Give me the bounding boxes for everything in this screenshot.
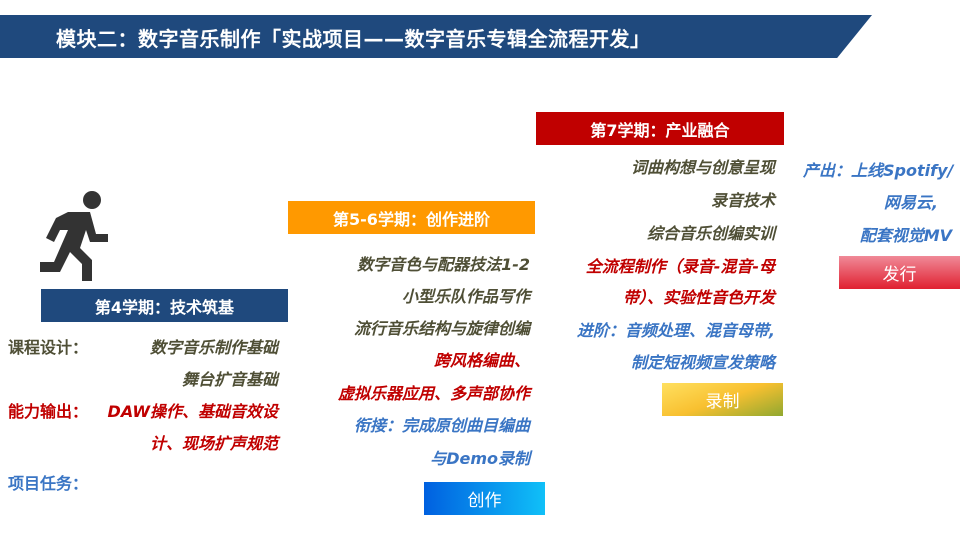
stage1-course: 数字音乐制作基础 xyxy=(149,338,278,357)
record-button[interactable]: 录制 xyxy=(662,383,783,416)
stage2-ability: 虚拟乐器应用、多声部协作 xyxy=(337,384,530,403)
stage3-ability: 带）、实验性音色开发 xyxy=(622,288,775,307)
stage3-course: 综合音乐创编实训 xyxy=(646,224,775,243)
stage4-output: 配套视觉MV xyxy=(859,226,952,245)
stage2-task: 衔接：完成原创曲目编曲 xyxy=(353,416,530,435)
release-button[interactable]: 发行 xyxy=(839,256,960,289)
stage1-ability: DAW操作、基础音效设 xyxy=(107,402,278,421)
running-man-icon xyxy=(40,191,108,281)
stage3-ability: 全流程制作（录音-混音-母 xyxy=(585,257,775,276)
task-label: 项目任务： xyxy=(8,474,89,493)
page-title: 模块二：数字音乐制作「实战项目——数字音乐专辑全流程开发」 xyxy=(56,27,651,51)
create-button[interactable]: 创作 xyxy=(424,482,545,515)
stage1-header: 第4学期：技术筑基 xyxy=(41,289,288,322)
stage3-course: 词曲构想与创意呈现 xyxy=(630,158,775,177)
stage3-task: 进阶：音频处理、混音母带, xyxy=(576,321,775,340)
stage3-task: 制定短视频宣发策略 xyxy=(630,353,775,372)
ability-label: 能力输出： xyxy=(8,402,89,421)
stage2-course: 流行音乐结构与旋律创编 xyxy=(353,319,530,338)
title-banner: 模块二：数字音乐制作「实战项目——数字音乐专辑全流程开发」 xyxy=(0,15,872,58)
stage2-course: 数字音色与配器技法1-2 xyxy=(357,255,530,274)
stage2-header: 第5-6学期：创作进阶 xyxy=(288,201,535,234)
course-label: 课程设计： xyxy=(8,338,89,357)
stage2-ability: 跨风格编曲、 xyxy=(433,351,530,370)
stage2-task: 与Demo录制 xyxy=(430,449,530,468)
stage3-header: 第7学期：产业融合 xyxy=(536,112,784,145)
stage1-course: 舞台扩音基础 xyxy=(181,370,278,389)
stage4-output: 产出：上线Spotify/ xyxy=(803,161,954,180)
stage3-course: 录音技术 xyxy=(710,191,775,210)
stage2-course: 小型乐队作品写作 xyxy=(401,287,530,306)
stage4-output: 网易云, xyxy=(883,193,938,212)
stage1-ability: 计、现场扩声规范 xyxy=(149,434,278,453)
